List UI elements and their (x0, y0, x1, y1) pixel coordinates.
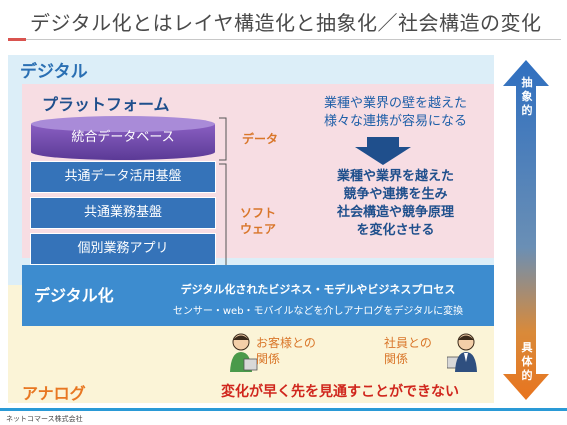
footer (0, 408, 567, 425)
analog-label: アナログ (22, 384, 86, 403)
cross-industry-note-line1: 業種や業界の壁を越えた (323, 96, 467, 111)
customer-person-icon (230, 333, 258, 372)
data-label: データ (242, 132, 279, 146)
customer-relation-line1: お客様との (256, 336, 316, 350)
digital-label: デジタル (20, 62, 88, 82)
social-change-line3: 社会構造や競争原理 (336, 205, 454, 220)
digitalization-label: デジタル化 (34, 286, 114, 305)
axis-abstract-char1: 抽 (521, 76, 533, 89)
social-change-line2: 競争や連携を生み (343, 187, 448, 202)
customer-relation-label: お客様との 関係 (256, 335, 316, 367)
employee-person-icon (447, 333, 477, 372)
title-accent-bar (8, 38, 26, 41)
digitalization-subdescription: センサー・web・モバイルなどを介しアナログをデジタルに変換 (172, 306, 464, 317)
axis-concrete-char2: 体 (521, 355, 533, 368)
layer-integrated-database: 統合データベース (71, 130, 175, 145)
software-label: ソフト ウェア (240, 205, 276, 237)
integrated-database-cylinder (31, 116, 215, 160)
software-label-line2: ウェア (240, 222, 277, 236)
employee-relation-line1: 社員との (384, 336, 432, 350)
layer-common-data-platform: 共通データ活用基盤 (30, 161, 216, 193)
social-change-line1: 業種や業界を越えた (336, 169, 454, 184)
axis-abstract-char2: 象 (521, 90, 533, 103)
axis-concrete-char3: 的 (521, 369, 533, 382)
social-change-note: 業種や業界を越えた 競争や連携を生み 社会構造や競争原理 を変化させる (298, 168, 493, 240)
layer-individual-business-apps: 個別業務アプリ (30, 233, 216, 265)
footer-stripe (0, 408, 567, 411)
axis-abstract-label: 抽 象 的 (520, 76, 534, 118)
social-change-line4: を変化させる (356, 223, 435, 238)
employee-relation-line2: 関係 (384, 352, 409, 366)
digitalization-description: デジタル化されたビジネス・モデルやビジネスプロセス (180, 283, 456, 296)
title-rule (26, 39, 561, 40)
analog-message: 変化が早く先を見通すことができない (221, 384, 459, 400)
software-label-line1: ソフト (240, 206, 277, 220)
axis-concrete-char1: 具 (521, 341, 533, 354)
platform-label: プラットフォーム (42, 95, 170, 114)
data-bracket (219, 117, 227, 161)
axis-concrete-label: 具 体 的 (520, 341, 534, 383)
software-bracket (219, 163, 227, 267)
digitalization-bar (22, 265, 494, 326)
employee-relation-label: 社員との 関係 (384, 335, 432, 367)
customer-relation-line2: 関係 (256, 352, 281, 366)
axis-abstract-char3: 的 (521, 104, 533, 117)
slide-title: デジタル化とはレイヤ構造化と抽象化／社会構造の変化 (30, 11, 542, 35)
abstract-concrete-axis-arrow (503, 60, 549, 400)
layer-common-business-platform: 共通業務基盤 (30, 197, 216, 229)
cross-industry-note: 業種や業界の壁を越えた 様々な連携が容易になる (298, 95, 493, 131)
footer-company: ネットコマース株式会社 (6, 415, 83, 423)
cross-industry-note-line2: 様々な連携が容易になる (323, 114, 467, 129)
down-arrow-icon (355, 137, 411, 165)
